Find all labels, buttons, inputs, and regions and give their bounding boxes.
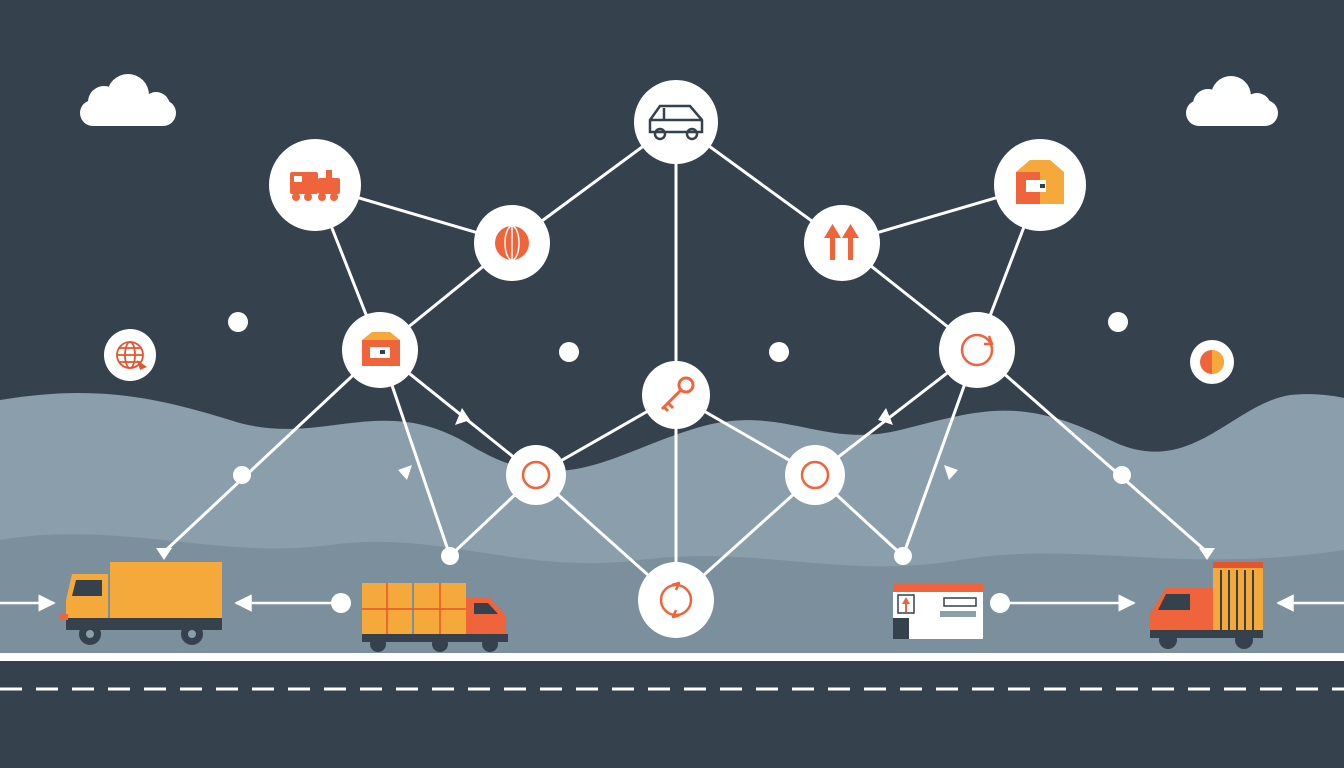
up-arrows-node[interactable] <box>804 205 880 281</box>
refresh-cycle-icon <box>960 333 994 367</box>
globe-node[interactable] <box>474 205 550 281</box>
package-box-icon <box>362 332 400 366</box>
cargo-truck-icon[interactable] <box>362 583 508 652</box>
package-box-node[interactable] <box>342 312 418 388</box>
half-circle-node[interactable] <box>1190 340 1234 384</box>
delivery-truck-icon[interactable] <box>60 562 222 645</box>
cloud-icon <box>80 74 176 126</box>
junction-dots <box>228 312 1131 565</box>
package-box-node[interactable] <box>994 139 1086 231</box>
hub-node[interactable] <box>638 562 714 638</box>
ground-junction-dot <box>331 593 351 613</box>
cloud-icon <box>1186 76 1278 126</box>
half-circle-icon <box>1200 350 1224 374</box>
key-node[interactable] <box>642 361 710 429</box>
flow-arrowheads <box>156 408 1215 560</box>
world-node[interactable] <box>104 329 156 381</box>
ring-icon <box>521 460 551 490</box>
globe-icon <box>495 225 529 261</box>
package-box-icon <box>1016 160 1064 204</box>
ring-node[interactable] <box>785 445 845 505</box>
up-arrows-icon <box>824 224 859 260</box>
warehouse-icon[interactable] <box>893 583 983 639</box>
key-icon <box>660 376 695 413</box>
road-edge-line <box>0 653 1344 661</box>
car-icon <box>648 104 704 141</box>
ring-node[interactable] <box>506 445 566 505</box>
container-truck-icon[interactable] <box>1150 562 1263 649</box>
world-pointer-icon <box>137 360 147 370</box>
refresh-cycle-node[interactable] <box>939 312 1015 388</box>
train-node[interactable] <box>269 139 361 231</box>
ring-icon <box>800 460 830 490</box>
world-icon <box>116 341 144 369</box>
train-icon <box>290 170 340 201</box>
road <box>0 660 1344 768</box>
car-node[interactable] <box>634 80 718 164</box>
ground-junction-dot <box>990 593 1010 613</box>
refresh-cycle-icon <box>659 581 693 619</box>
